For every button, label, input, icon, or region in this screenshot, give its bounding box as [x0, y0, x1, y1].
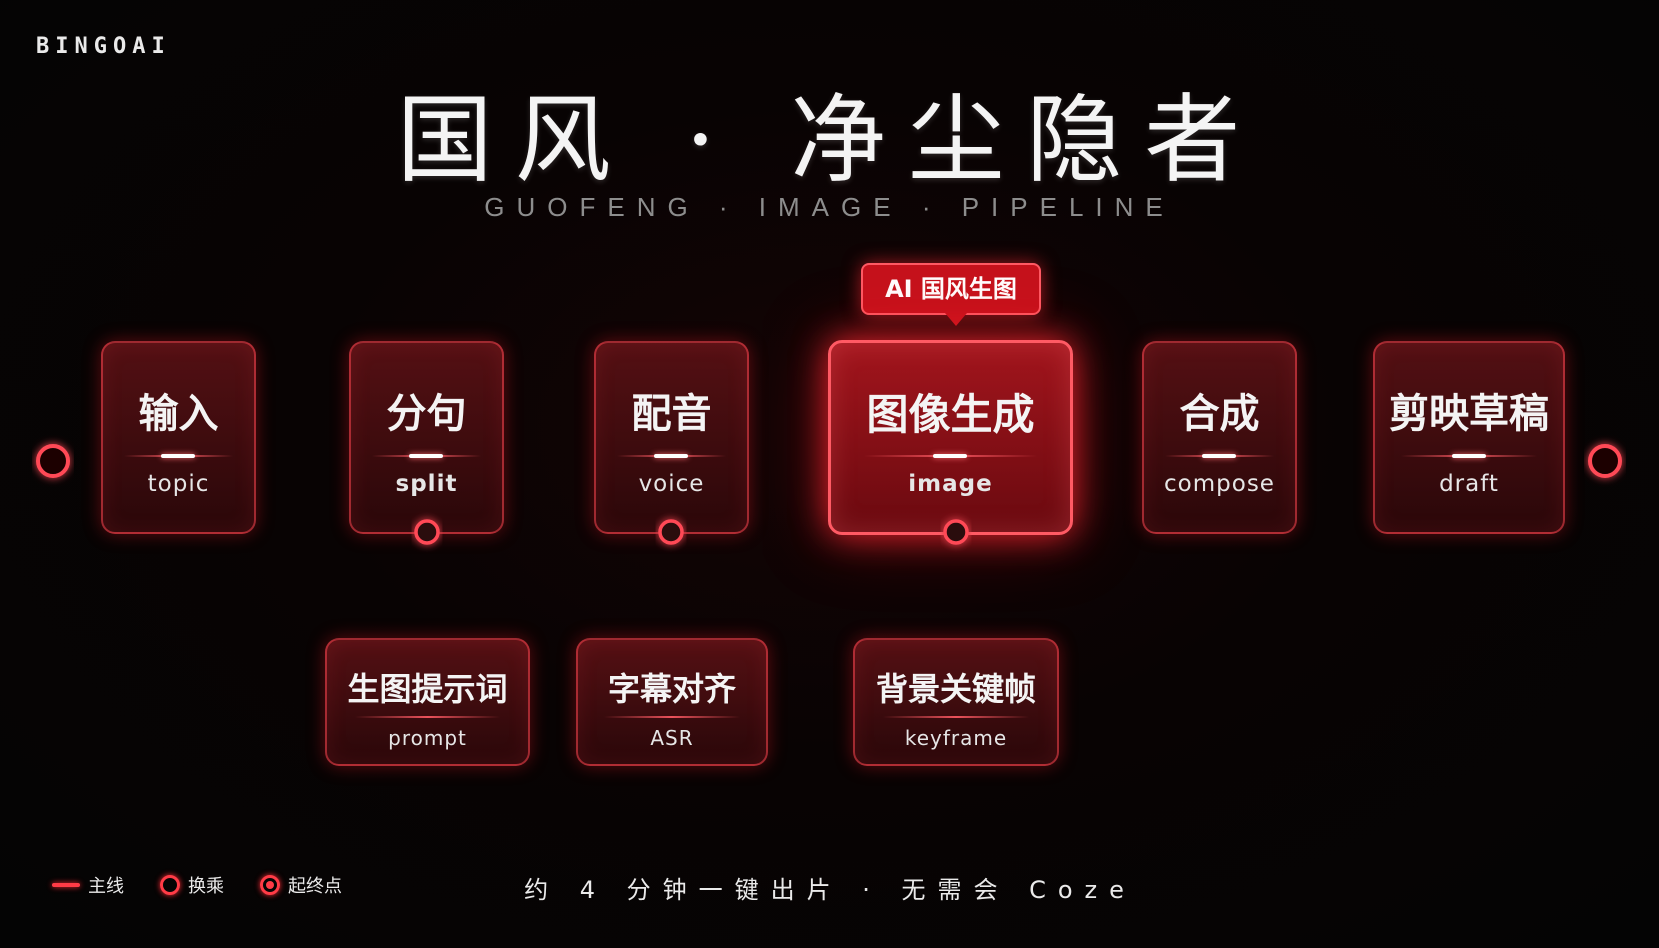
footer-tagline: 约 4 分钟一键出片 · 无需会 Coze: [524, 876, 1136, 904]
node-divider: [1165, 454, 1274, 458]
node-en-label: ASR: [650, 726, 694, 750]
node-en-label: keyframe: [904, 726, 1008, 750]
node-divider: [617, 454, 726, 458]
node-divider: [1401, 454, 1537, 458]
node-zh-label: 生图提示词: [347, 670, 508, 708]
transfer-ring-voice: [658, 519, 684, 545]
node-keyframe[interactable]: 背景关键帧 keyframe: [853, 638, 1059, 766]
page-subtitle: GUOFENG · IMAGE · PIPELINE: [484, 192, 1175, 222]
node-compose[interactable]: 合成 compose: [1142, 341, 1297, 534]
node-divider: [372, 454, 481, 458]
legend: 主线 换乘 起终点: [52, 872, 378, 898]
node-en-label: topic: [147, 471, 210, 497]
node-zh-label: 背景关键帧: [875, 670, 1036, 708]
legend-item-main-line: 主线: [52, 872, 124, 898]
main-line-icon: [52, 883, 80, 887]
node-en-label: split: [395, 471, 458, 497]
node-divider: [883, 716, 1029, 718]
brand-logo: BINGOAI: [36, 34, 171, 59]
node-topic[interactable]: 输入 topic: [101, 341, 256, 534]
node-divider: [604, 716, 740, 718]
page-title: 国风 · 净尘隐者: [396, 84, 1263, 196]
node-draft[interactable]: 剪映草稿 draft: [1373, 341, 1565, 534]
node-en-label: prompt: [388, 726, 467, 750]
legend-label: 主线: [88, 876, 124, 897]
node-en-label: draft: [1439, 471, 1499, 497]
node-zh-label: 分句: [386, 391, 467, 437]
node-split[interactable]: 分句 split: [349, 341, 504, 534]
node-zh-label: 配音: [631, 391, 712, 437]
node-zh-label: 字幕对齐: [607, 670, 736, 708]
node-voice[interactable]: 配音 voice: [594, 341, 749, 534]
transfer-ring-image: [943, 519, 969, 545]
node-prompt[interactable]: 生图提示词 prompt: [325, 638, 530, 766]
node-divider: [864, 454, 1037, 458]
endpoint-dot-icon: [260, 875, 280, 895]
node-zh-label: 图像生成: [866, 390, 1035, 439]
legend-item-endpoint: 起终点: [260, 872, 342, 898]
transfer-ring-icon: [160, 875, 180, 895]
node-zh-label: 合成: [1179, 391, 1260, 437]
node-asr[interactable]: 字幕对齐 ASR: [576, 638, 768, 766]
node-en-label: voice: [638, 471, 705, 497]
legend-item-transfer: 换乘: [160, 872, 224, 898]
start-endpoint-ring: [36, 444, 70, 478]
transfer-ring-split: [414, 519, 440, 545]
callout-pointer: [945, 313, 967, 326]
node-divider: [124, 454, 233, 458]
node-divider: [355, 716, 500, 718]
legend-label: 换乘: [188, 876, 224, 897]
end-endpoint-ring: [1588, 444, 1622, 478]
node-zh-label: 剪映草稿: [1389, 391, 1549, 437]
node-zh-label: 输入: [138, 391, 219, 437]
legend-label: 起终点: [288, 876, 342, 897]
node-en-label: compose: [1164, 471, 1275, 497]
node-en-label: image: [908, 471, 993, 497]
